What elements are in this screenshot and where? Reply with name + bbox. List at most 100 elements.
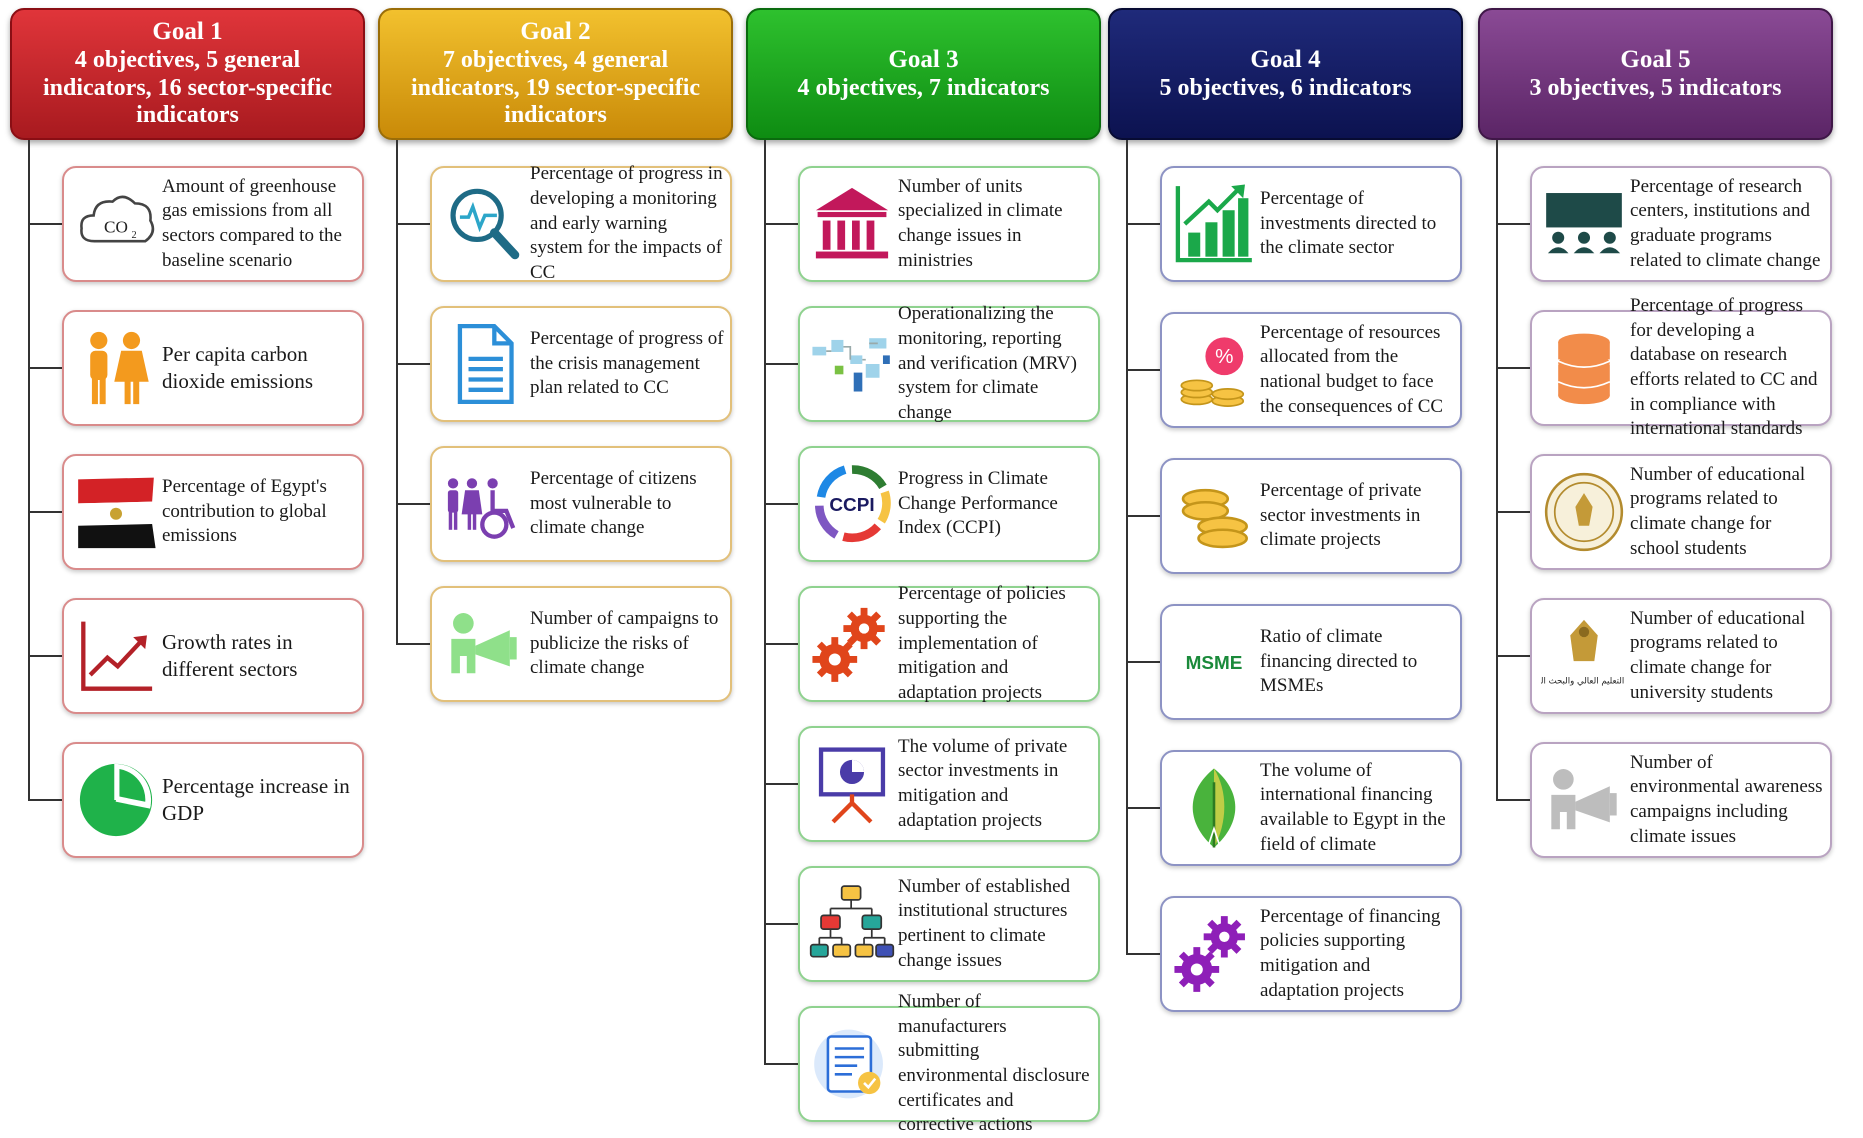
egypt-flag-map-icon <box>70 466 162 558</box>
goal-subtitle: 4 objectives, 5 general indicators, 16 s… <box>42 46 333 129</box>
connector-branch <box>396 643 430 645</box>
indicator-label: Ratio of climate financing directed to M… <box>1260 625 1418 697</box>
indicator-label: Percentage of investments directed to th… <box>1260 187 1437 259</box>
megaphone-icon <box>438 598 530 690</box>
indicator-card: Per capita carbon dioxide emissions <box>62 310 364 426</box>
indicator-card: Number of environmental awareness campai… <box>1530 742 1832 858</box>
presentation-board-icon <box>806 738 898 830</box>
connector-branch <box>1126 807 1160 809</box>
lecture-audience-icon <box>1538 178 1630 270</box>
connector-trunk <box>396 140 398 644</box>
indicator-label: Operationalizing the monitoring, reporti… <box>898 303 1077 424</box>
goal-subtitle: 5 objectives, 6 indicators <box>1159 74 1412 101</box>
goal-subtitle: 4 objectives, 7 indicators <box>797 74 1050 101</box>
connector-trunk <box>28 140 30 800</box>
ministry-seal-icon <box>1538 466 1630 558</box>
people-icon <box>70 322 162 414</box>
indicator-label: Percentage of resources allocated from t… <box>1260 321 1444 417</box>
indicator-label: The volume of private sector investments… <box>898 735 1068 831</box>
indicator-label: Percentage of progress of the crisis man… <box>530 327 724 399</box>
indicator-label: Percentage of Egypt's contribution to gl… <box>162 475 327 547</box>
indicator-card: Percentage of financing policies support… <box>1160 896 1462 1012</box>
connector-branch <box>1496 799 1530 801</box>
mrv-flow-icon <box>806 318 898 410</box>
indicator-label: Percentage of citizens most vulnerable t… <box>530 467 697 539</box>
vulnerable-people-icon <box>438 458 530 550</box>
goal-title: Goal 2 <box>520 18 591 46</box>
connector-branch <box>764 503 798 505</box>
connector-branch <box>396 223 430 225</box>
indicator-card: Percentage of investments directed to th… <box>1160 166 1462 282</box>
indicator-label: Per capita carbon dioxide emissions <box>162 341 314 393</box>
goal-subtitle: 7 objectives, 4 general indicators, 19 s… <box>410 46 701 129</box>
connector-branch <box>1496 655 1530 657</box>
org-chart-icon <box>806 878 898 970</box>
svg-text:2: 2 <box>131 230 136 241</box>
connector-branch <box>1496 223 1530 225</box>
connector-trunk <box>764 140 766 1064</box>
goal-title: Goal 4 <box>1250 45 1321 73</box>
indicator-card: Number of manufacturers submitting envir… <box>798 991 1100 1135</box>
indicator-card: The volume of international financing av… <box>1160 750 1462 866</box>
connector-branch <box>764 1063 798 1065</box>
connector-branch <box>396 363 430 365</box>
indicator-label: Number of educational programs related t… <box>1630 607 1806 703</box>
indicator-label: Percentage of private sector investments… <box>1260 479 1422 551</box>
connector-branch <box>28 655 62 657</box>
growth-chart-icon <box>70 610 162 702</box>
indicator-card: Percentage of progress for developing a … <box>1530 295 1832 439</box>
grey-megaphone-icon <box>1538 754 1630 846</box>
indicator-card: Number of established institutional stru… <box>798 866 1100 982</box>
indicator-card: MSME Ratio of climate financing directed … <box>1160 604 1462 720</box>
connector-trunk <box>1496 140 1498 800</box>
indicator-label: Percentage of policies supporting the im… <box>898 583 1066 704</box>
indicator-card: Percentage of citizens most vulnerable t… <box>430 446 732 562</box>
monitoring-magnifier-icon <box>438 178 530 270</box>
connector-branch <box>764 363 798 365</box>
icon-logo-text: MSME <box>1186 653 1243 674</box>
pie-chart-icon <box>70 754 162 846</box>
connector-branch <box>764 783 798 785</box>
connector-branch <box>396 503 430 505</box>
connector-branch <box>1126 369 1160 371</box>
connector-branch <box>1126 515 1160 517</box>
icon-logo-text: وزارة التعليم العالي والبحث العلمي <box>1541 677 1627 687</box>
connector-branch <box>1496 511 1530 513</box>
msme-logo-icon: MSME <box>1168 616 1260 708</box>
indicator-label: Percentage of financing policies support… <box>1260 905 1441 1001</box>
connector-branch <box>28 799 62 801</box>
goal-title: Goal 5 <box>1620 45 1691 73</box>
indicator-label: Number of manufacturers submitting envir… <box>898 990 1090 1136</box>
connector-branch <box>28 223 62 225</box>
indicator-card: Percentage of Egypt's contribution to gl… <box>62 454 364 570</box>
indicator-label: Number of environmental awareness campai… <box>1630 751 1823 847</box>
indicator-card: Percentage of progress in developing a m… <box>430 163 732 283</box>
bar-growth-icon <box>1168 178 1260 270</box>
indicator-card: Percentage of policies supporting the im… <box>798 583 1100 703</box>
indicator-card: وزارة التعليم العالي والبحث العلميNumber… <box>1530 598 1832 714</box>
leaf-icon <box>1168 762 1260 854</box>
indicator-card: Percentage of research centers, institut… <box>1530 166 1832 282</box>
indicator-label: The volume of international financing av… <box>1260 759 1446 855</box>
goal-title: Goal 3 <box>888 45 959 73</box>
indicator-card: Percentage increase in GDP <box>62 742 364 858</box>
indicator-card: Percentage of progress of the crisis man… <box>430 306 732 422</box>
icon-logo-text: CCPI <box>829 495 874 516</box>
indicator-card: Operationalizing the monitoring, reporti… <box>798 303 1100 423</box>
purple-gears-icon <box>1168 908 1260 1000</box>
connector-branch <box>28 511 62 513</box>
indicator-label: Percentage of research centers, institut… <box>1630 175 1821 271</box>
indicator-card: The volume of private sector investments… <box>798 726 1100 842</box>
connector-trunk <box>1126 140 1128 954</box>
indicator-label: Percentage increase in GDP <box>162 773 350 825</box>
document-icon <box>438 318 530 410</box>
